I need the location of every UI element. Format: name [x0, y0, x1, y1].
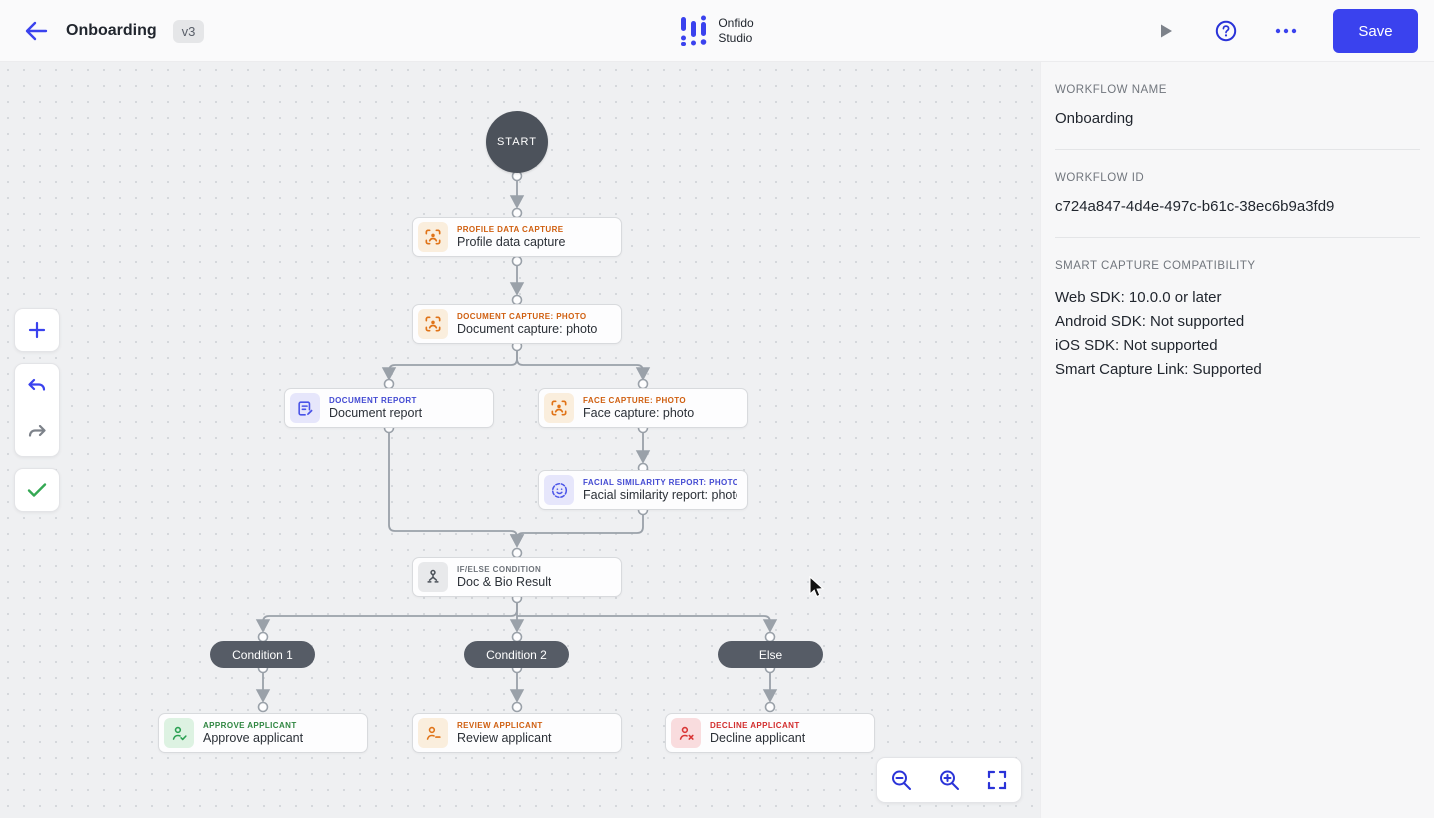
node-document-report[interactable]: Document report Document report	[284, 388, 494, 428]
undo-icon[interactable]	[15, 364, 59, 410]
node-title: Facial similarity report: photo	[583, 488, 737, 502]
workflow-name-value: Onboarding	[1055, 110, 1134, 127]
node-type-label: Facial similarity report: photo	[583, 478, 737, 487]
redo-icon[interactable]	[15, 410, 59, 456]
version-badge: v3	[172, 19, 205, 43]
validate-workflow-button[interactable]	[14, 468, 60, 512]
face-capture-icon	[544, 393, 574, 423]
workflow-edges	[255, 170, 778, 713]
node-approve-applicant[interactable]: Approve applicant Approve applicant	[158, 713, 368, 753]
properties-panel: WORKFLOW NAME Onboarding WORKFLOW ID c72…	[1040, 62, 1434, 818]
document-report-icon	[290, 393, 320, 423]
branch-condition-1[interactable]: Condition 1	[210, 641, 315, 668]
page-title: Onboarding	[66, 22, 157, 39]
workflow-name-label: WORKFLOW NAME	[1055, 84, 1167, 96]
compat-android-sdk: Android SDK: Not supported	[1055, 313, 1245, 330]
facial-similarity-icon	[544, 475, 574, 505]
top-bar: Onboarding v3 Onfido Studio Save	[0, 0, 1434, 62]
run-workflow-icon[interactable]	[1153, 18, 1179, 44]
node-type-label: Review applicant	[457, 721, 543, 730]
help-icon[interactable]	[1213, 18, 1239, 44]
branch-condition-2[interactable]: Condition 2	[464, 641, 569, 668]
divider	[1055, 237, 1420, 238]
person-check-icon	[164, 718, 194, 748]
node-title: Review applicant	[457, 731, 552, 745]
compat-web-sdk: Web SDK: 10.0.0 or later	[1055, 289, 1222, 306]
node-document-capture-photo[interactable]: Document capture: photo Document capture…	[412, 304, 622, 344]
node-title: Profile data capture	[457, 235, 566, 249]
capture-icon	[418, 222, 448, 252]
node-title: Document report	[329, 406, 423, 420]
branch-icon	[418, 562, 448, 592]
node-type-label: Approve applicant	[203, 721, 297, 730]
node-title: Decline applicant	[710, 731, 806, 745]
node-type-label: Decline applicant	[710, 721, 800, 730]
fit-to-screen-icon[interactable]	[982, 765, 1012, 795]
node-type-label: If/Else condition	[457, 565, 542, 574]
more-options-icon[interactable]	[1273, 18, 1299, 44]
brand-line1: Onfido	[718, 16, 754, 30]
compatibility-label: SMART CAPTURE COMPATIBILITY	[1055, 260, 1256, 272]
node-title: Approve applicant	[203, 731, 304, 745]
node-title: Doc & Bio Result	[457, 575, 552, 589]
compat-ios-sdk: iOS SDK: Not supported	[1055, 337, 1218, 354]
node-type-label: Document report	[329, 396, 417, 405]
onfido-studio-icon	[681, 15, 707, 46]
node-review-applicant[interactable]: Review applicant Review applicant	[412, 713, 622, 753]
zoom-out-icon[interactable]	[886, 765, 916, 795]
back-button[interactable]	[22, 17, 50, 45]
add-node-button[interactable]	[14, 308, 60, 352]
node-title: Document capture: photo	[457, 322, 598, 336]
brand-line2: Studio	[718, 31, 753, 45]
workflow-id-value: c724a847-4d4e-497c-b61c-38ec6b9a3fd9	[1055, 198, 1335, 215]
node-facial-similarity-report[interactable]: Facial similarity report: photo Facial s…	[538, 470, 748, 510]
node-profile-data-capture[interactable]: Profile data capture Profile data captur…	[412, 217, 622, 257]
node-face-capture-photo[interactable]: Face capture: photo Face capture: photo	[538, 388, 748, 428]
start-node[interactable]: START	[486, 111, 548, 173]
zoom-in-icon[interactable]	[934, 765, 964, 795]
node-decline-applicant[interactable]: Decline applicant Decline applicant	[665, 713, 875, 753]
node-if-else-condition[interactable]: If/Else condition Doc & Bio Result	[412, 557, 622, 597]
compat-smart-capture-link: Smart Capture Link: Supported	[1055, 361, 1262, 378]
person-dash-icon	[418, 718, 448, 748]
history-controls	[14, 363, 60, 457]
capture-icon	[418, 309, 448, 339]
node-type-label: Profile data capture	[457, 225, 564, 234]
workflow-canvas[interactable]: START Profile data capture Profile data …	[0, 62, 1040, 818]
save-button[interactable]: Save	[1333, 9, 1418, 53]
node-type-label: Document capture: photo	[457, 312, 587, 321]
workflow-id-label: WORKFLOW ID	[1055, 172, 1145, 184]
node-type-label: Face capture: photo	[583, 396, 687, 405]
node-title: Face capture: photo	[583, 406, 695, 420]
divider	[1055, 149, 1420, 150]
person-x-icon	[671, 718, 701, 748]
zoom-controls	[876, 757, 1022, 803]
branch-else[interactable]: Else	[718, 641, 823, 668]
